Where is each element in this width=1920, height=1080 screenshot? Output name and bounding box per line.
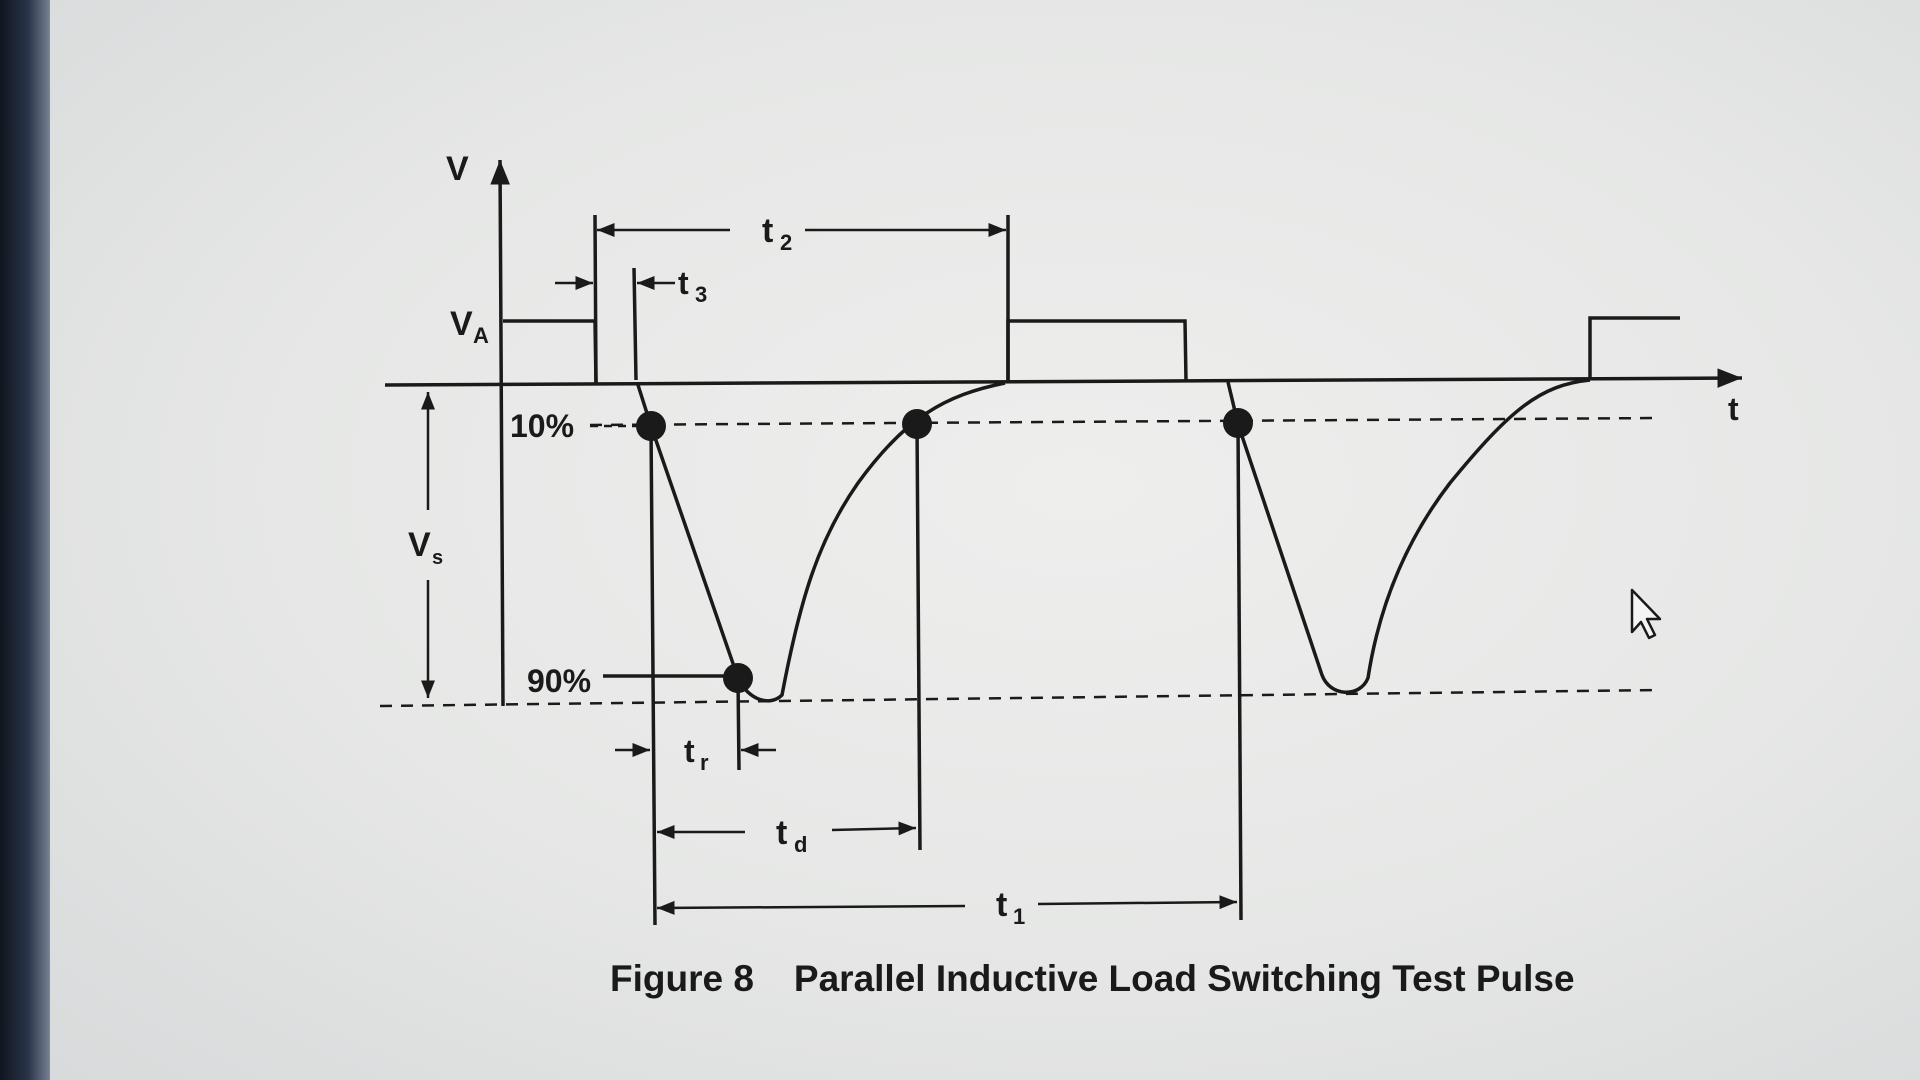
dot-10pct-second	[1223, 408, 1253, 438]
ten-percent-line	[589, 416, 1661, 427]
t1-subscript: 1	[1013, 904, 1025, 929]
t2-label: t	[762, 212, 773, 250]
t1-arrow-right	[1037, 895, 1238, 910]
negative-pulse-1	[636, 381, 1006, 703]
td-label: t	[776, 814, 787, 852]
vs-label: V	[408, 526, 431, 564]
figure-title: Parallel Inductive Load Switching Test P…	[793, 958, 1575, 999]
tr-label: t	[684, 733, 695, 769]
va-pulse-3	[1588, 316, 1680, 378]
t3-end-line	[632, 267, 638, 381]
tr-end-line	[736, 677, 741, 771]
va-subscript: A	[473, 323, 489, 348]
tr-subscript: r	[700, 750, 709, 775]
dot-90pct	[723, 663, 753, 693]
t-axis-line	[384, 368, 1743, 388]
negative-pulse-2	[1226, 378, 1591, 694]
t1-end-line	[1236, 423, 1243, 921]
v-axis-label: V	[446, 150, 469, 188]
t-axis-label: t	[1728, 391, 1739, 427]
t2-subscript: 2	[780, 230, 792, 255]
vs-subscript: s	[432, 547, 443, 569]
dot-10pct-recovery	[902, 409, 932, 439]
t1-label: t	[996, 886, 1007, 924]
figure-caption: Figure 8 Parallel Inductive Load Switchin…	[610, 958, 1610, 1000]
v-axis-line	[490, 159, 510, 707]
t3-subscript: 3	[695, 282, 707, 307]
ninety-percent-line	[379, 688, 1661, 708]
td-subscript: d	[794, 832, 807, 857]
mouse-pointer-icon	[1630, 588, 1662, 640]
td-end-line	[915, 423, 922, 851]
va-pulse-1	[503, 319, 598, 385]
dot-10pct-start	[636, 411, 666, 441]
figure-number: Figure 8	[610, 958, 754, 999]
td-arrow-right	[831, 821, 917, 836]
ten-percent-label: 10%	[510, 408, 574, 444]
t2-start-line	[593, 214, 598, 385]
paper-sheet	[50, 0, 1920, 1080]
t1-arrow-left	[656, 900, 966, 915]
va-pulse-2	[1006, 319, 1188, 382]
ninety-percent-label: 90%	[527, 663, 591, 699]
t3-label: t	[678, 265, 689, 301]
va-label: V	[450, 305, 473, 343]
